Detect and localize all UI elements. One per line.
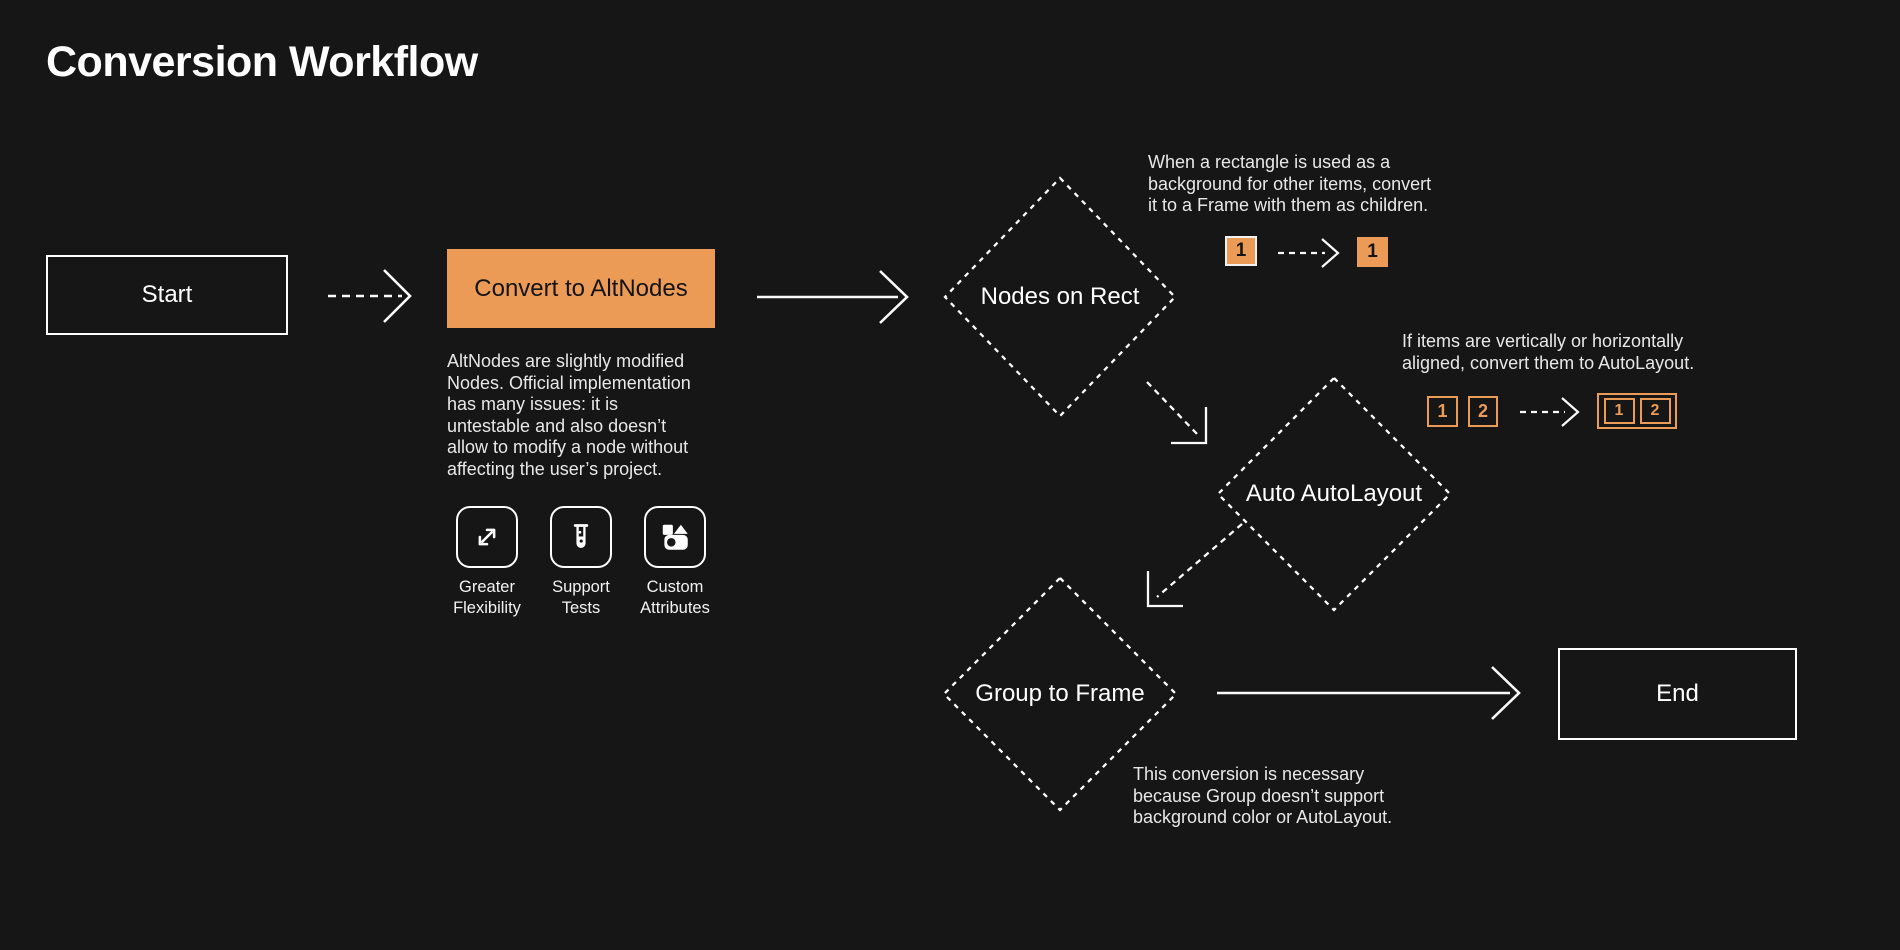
badge-number: 2 — [1650, 402, 1660, 419]
feature-custom-attributes: Custom Attributes — [628, 506, 722, 619]
shapes-icon — [644, 506, 706, 568]
decision-diamond-auto-autolayout[interactable] — [1216, 376, 1452, 612]
expand-arrows-icon — [456, 506, 518, 568]
arrow-rect-example — [1278, 238, 1340, 268]
nodes-on-rect-note: When a rectangle is used as a background… — [1148, 152, 1432, 215]
arrowhead-icon — [1491, 666, 1521, 720]
group-to-frame-label: Group to Frame — [975, 680, 1145, 707]
badge-number: 1 — [1437, 401, 1448, 421]
autolayout-example-item-2: 2 — [1468, 396, 1498, 427]
auto-autolayout-note: If items are vertically or horizontally … — [1402, 331, 1695, 373]
nodes-on-rect-label: Nodes on Rect — [980, 283, 1140, 310]
flow-node-convert-to-altnodes[interactable]: Convert to AltNodes — [447, 249, 715, 328]
autolayout-example-group: 1 2 — [1597, 393, 1677, 429]
arrow-nodes-on-rect-to-auto-autolayout — [1146, 381, 1208, 445]
autolayout-example-item-1: 1 — [1427, 396, 1458, 427]
arrowhead-icon — [383, 269, 412, 323]
arrow-convert-to-nodes-on-rect — [757, 270, 909, 324]
end-label: End — [1656, 680, 1699, 707]
arrow-auto-autolayout-to-group-to-frame — [1146, 523, 1243, 608]
test-tube-icon — [550, 506, 612, 568]
arrowhead-icon — [1171, 407, 1208, 445]
arrow-start-to-convert — [328, 269, 412, 323]
arrow-autolayout-example — [1520, 397, 1580, 427]
flow-node-end[interactable]: End — [1558, 648, 1797, 740]
badge-number: 2 — [1477, 401, 1488, 421]
autolayout-example-grouped-item-1: 1 — [1603, 398, 1635, 424]
altnodes-benefits: Greater Flexibility Support Tests — [440, 506, 722, 619]
badge-number: 1 — [1235, 240, 1247, 261]
badge-number: 1 — [1367, 241, 1378, 262]
convert-label: Convert to AltNodes — [474, 274, 688, 302]
start-label: Start — [141, 281, 193, 308]
feature-label: Support Tests — [552, 578, 610, 617]
feature-greater-flexibility: Greater Flexibility — [440, 506, 534, 619]
page-title: Conversion Workflow — [46, 38, 478, 86]
arrow-group-to-frame-to-end — [1217, 666, 1521, 720]
arrowhead-icon — [879, 270, 909, 324]
rect-example-before-badge: 1 — [1225, 236, 1257, 266]
feature-support-tests: Support Tests — [534, 506, 628, 619]
autolayout-example-grouped-item-2: 2 — [1639, 398, 1671, 424]
auto-autolayout-label: Auto AutoLayout — [1245, 480, 1423, 507]
arrowhead-icon — [1321, 238, 1340, 268]
decision-diamond-group-to-frame[interactable] — [942, 576, 1178, 812]
arrowhead-icon — [1561, 397, 1580, 427]
feature-label: Custom Attributes — [640, 578, 710, 617]
badge-number: 1 — [1614, 402, 1624, 419]
flow-node-start[interactable]: Start — [46, 255, 288, 335]
arrowhead-icon — [1146, 571, 1183, 608]
feature-label: Greater Flexibility — [453, 578, 521, 617]
rect-example-after-badge: 1 — [1357, 237, 1388, 267]
altnodes-description: AltNodes are slightly modified Nodes. Of… — [447, 351, 691, 479]
group-to-frame-note: This conversion is necessary because Gro… — [1133, 764, 1393, 827]
